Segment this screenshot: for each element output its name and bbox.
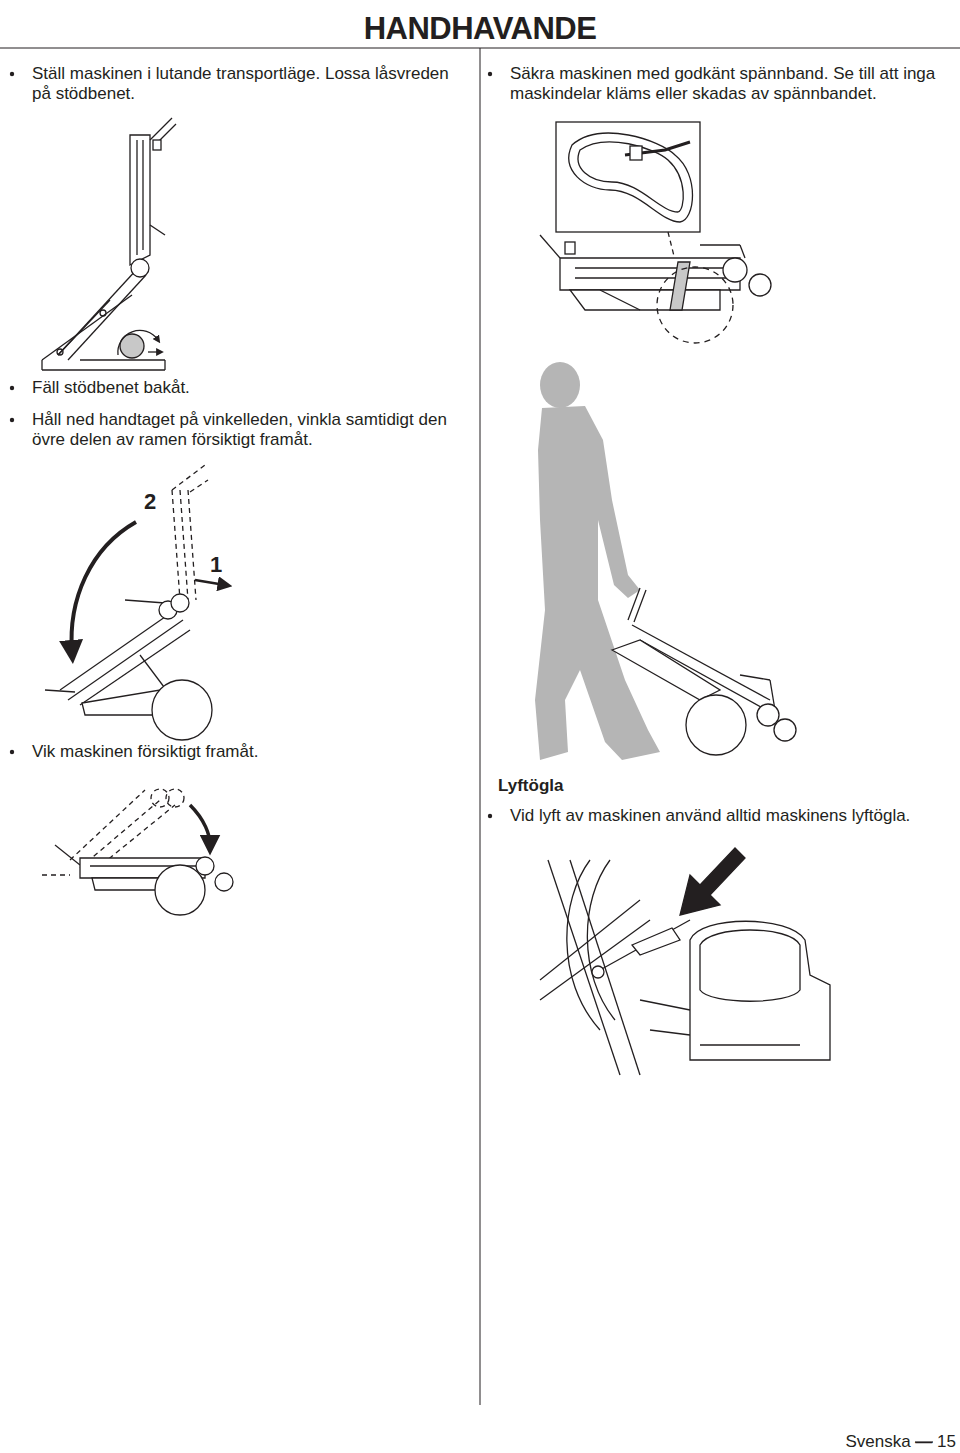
instruction-text: Vid lyft av maskinen använd alltid maski…	[510, 806, 954, 826]
fold-figure	[42, 789, 233, 915]
tilt-frame-figure	[45, 465, 225, 740]
towed-machine	[612, 588, 796, 755]
callout-number: 1	[208, 553, 224, 577]
instruction-text: Fäll stödbenet bakåt.	[32, 378, 452, 398]
callout-number: 2	[142, 490, 158, 514]
instruction-text: Håll ned handtaget på vinkelleden, vinkl…	[32, 410, 462, 450]
section-heading: Lyftögla	[498, 776, 798, 796]
person-silhouette	[535, 362, 660, 760]
standing-frame-figure	[42, 118, 176, 370]
page-title: HANDHAVANDE	[280, 12, 680, 46]
instruction-text: Säkra maskinen med godkänt spännband. Se…	[510, 64, 950, 104]
page-footer: Svenska — 15	[845, 1432, 956, 1452]
instruction-text: Vik maskinen försiktigt framåt.	[32, 742, 452, 762]
bullets	[10, 72, 492, 818]
strap-figure	[540, 122, 771, 343]
instruction-text: Ställ maskinen i lutande transportläge. …	[32, 64, 452, 104]
lifting-eye-figure	[540, 848, 830, 1075]
